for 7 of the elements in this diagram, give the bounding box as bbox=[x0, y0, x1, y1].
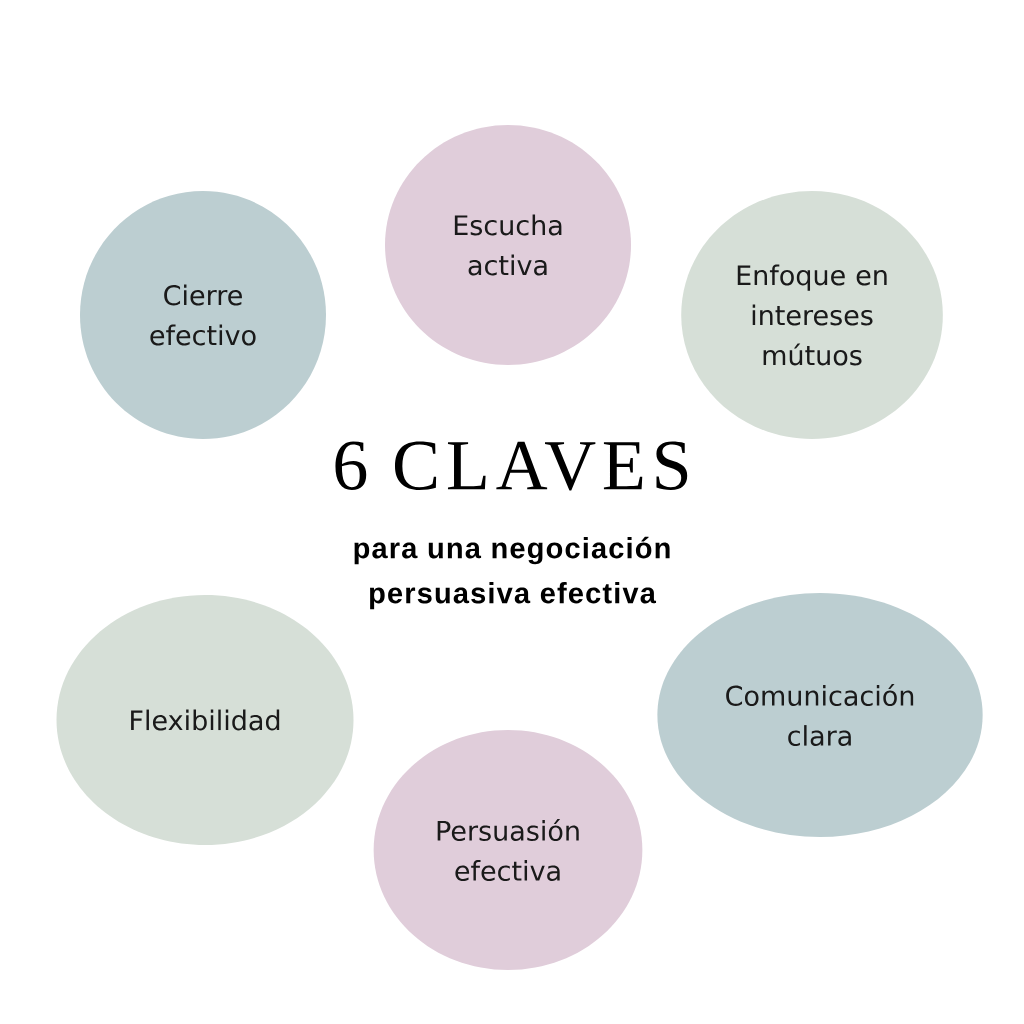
circle-blob: Enfoque en intereses mútuos bbox=[681, 191, 943, 439]
circle-blob: Comunicación clara bbox=[657, 593, 983, 837]
title: 6 CLAVES bbox=[335, 441, 688, 491]
circle-blob: Flexibilidad bbox=[56, 595, 354, 845]
circle-blob: Persuasión efectiva bbox=[373, 730, 643, 970]
circle-blob: Cierre efectivo bbox=[80, 191, 326, 439]
circle-blob: Escucha activa bbox=[385, 125, 631, 365]
